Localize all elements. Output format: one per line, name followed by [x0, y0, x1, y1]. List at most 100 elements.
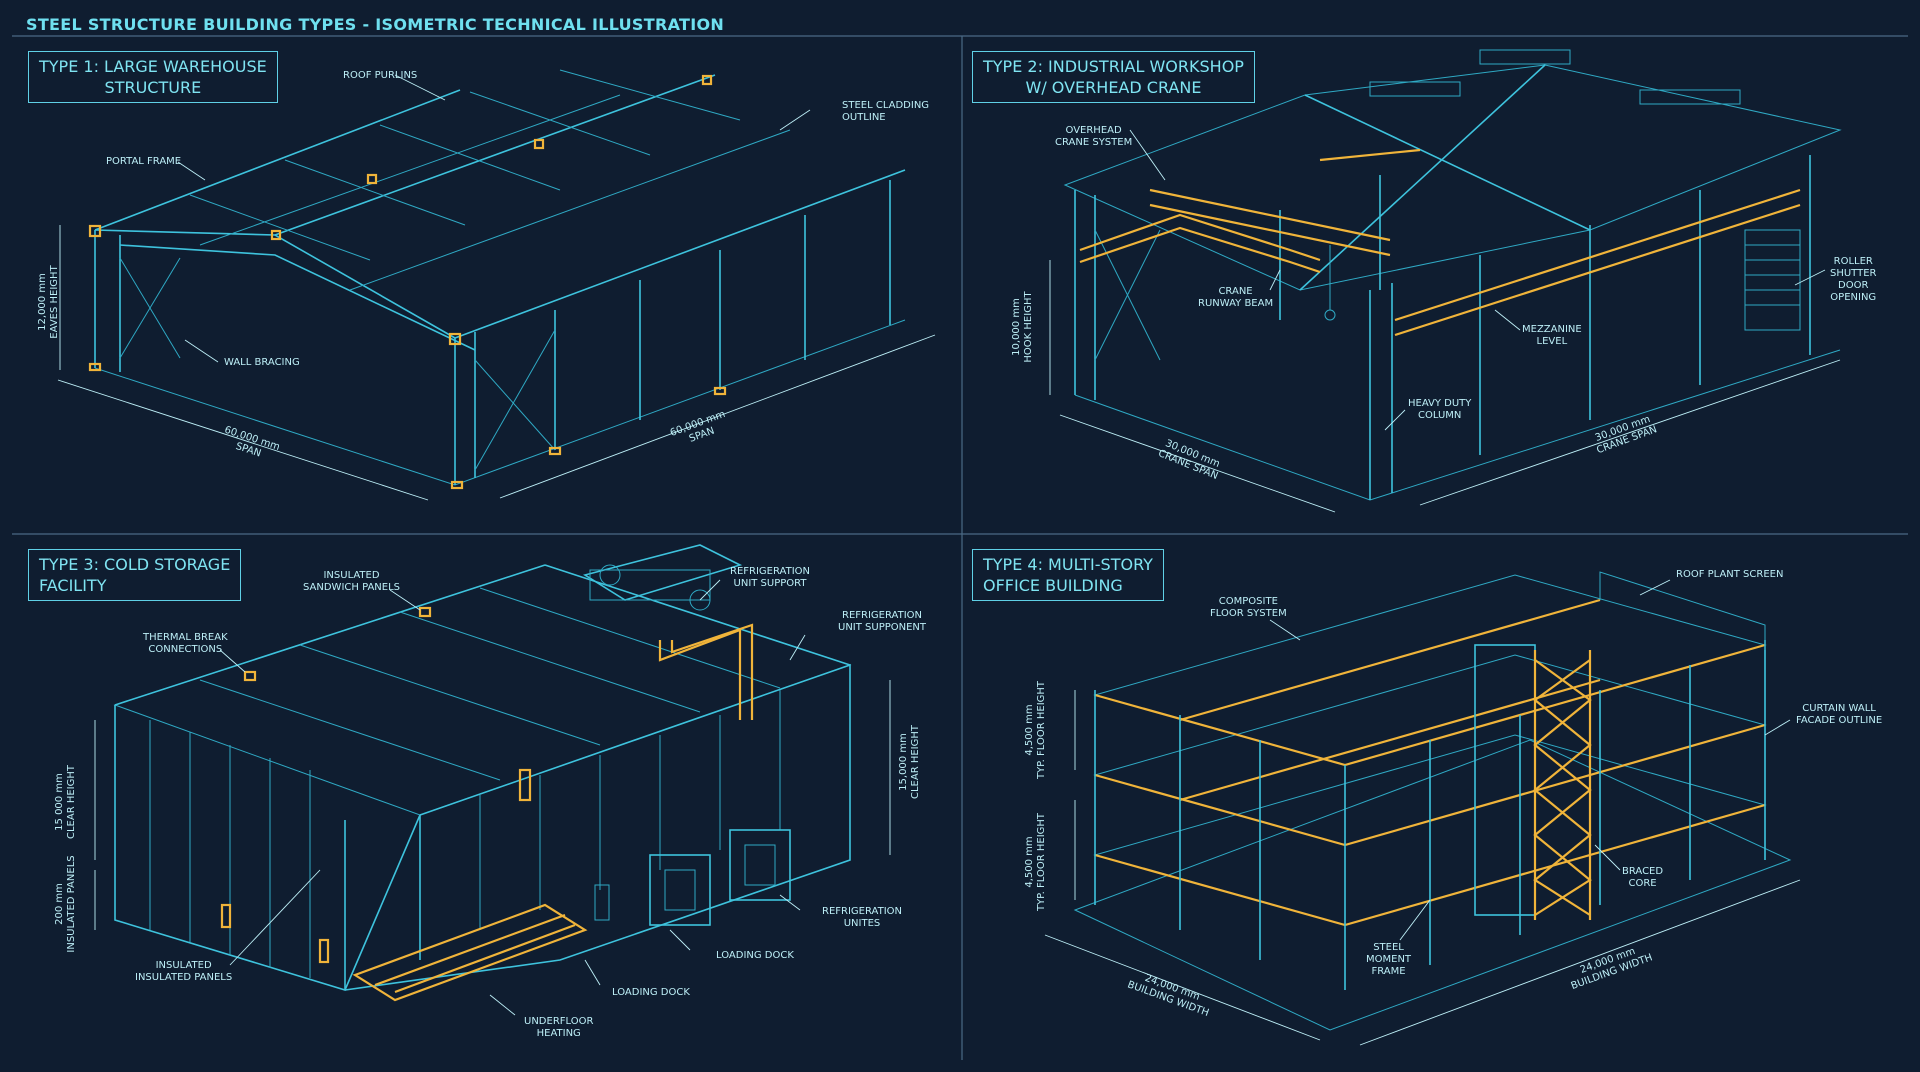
- callout-text: REFRIGERATION: [730, 566, 810, 577]
- callout-text: SHUTTER: [1830, 268, 1877, 279]
- dim-text: 12,000 mm: [37, 273, 48, 331]
- callout-roller-shutter: ROLLER SHUTTER DOOR OPENING: [1830, 256, 1877, 304]
- dim-text: 4,500 mm: [1024, 704, 1035, 756]
- callout-text: ROOF PURLINS: [343, 70, 418, 81]
- workshop-drawing: [1049, 49, 1842, 513]
- callout-roof-purlins: ROOF PURLINS: [343, 70, 417, 82]
- callout-text: COMPOSITE: [1218, 596, 1278, 607]
- callout-text: REFRIGERATION: [822, 906, 902, 917]
- dim-text: TYP. FLOOR HEIGHT: [1036, 680, 1047, 780]
- callout-text: LOADING DOCK: [612, 987, 690, 998]
- callout-text: UNIT SUPPONENT: [838, 622, 927, 633]
- panel-title-line: TYPE 4: MULTI-STORY: [983, 555, 1153, 574]
- callout-text: CRANE SYSTEM: [1055, 137, 1133, 148]
- dim-text: 15,000 mm: [898, 733, 909, 791]
- panel-title-line: FACILITY: [39, 576, 107, 595]
- callout-text: CONNECTIONS: [148, 644, 223, 655]
- callout-text: PORTAL FRAME: [106, 156, 182, 167]
- callout-text: ROLLER: [1833, 256, 1873, 267]
- callout-portal-frame: PORTAL FRAME: [106, 156, 181, 168]
- callout-text: BRACED: [1622, 866, 1664, 877]
- callout-text: SANDWICH PANELS: [303, 582, 401, 593]
- warehouse-drawing: [57, 69, 936, 501]
- callout-text: CURTAIN WALL: [1802, 703, 1876, 714]
- panel-title-line: STRUCTURE: [104, 78, 202, 97]
- callout-curtain-wall: CURTAIN WALL FACADE OUTLINE: [1796, 703, 1882, 727]
- callout-text: UNIT SUPPORT: [733, 578, 807, 589]
- callout-overhead-crane: OVERHEAD CRANE SYSTEM: [1055, 125, 1132, 149]
- panel-title-type-1: TYPE 1: LARGE WAREHOUSE STRUCTURE: [28, 51, 278, 103]
- dim-text: 4,500 mm: [1024, 836, 1035, 888]
- callout-roof-plant-screen: ROOF PLANT SCREEN: [1676, 569, 1783, 581]
- dim-text: EAVES HEIGHT: [49, 265, 60, 339]
- dim-text: INSULATED PANELS: [66, 855, 77, 953]
- callout-insulated-sandwich-panels: INSULATED SANDWICH PANELS: [303, 570, 400, 594]
- callout-thermal-break: THERMAL BREAK CONNECTIONS: [143, 632, 228, 656]
- callout-text: WALL BRACING: [224, 357, 300, 368]
- panel-title-type-3: TYPE 3: COLD STORAGE FACILITY: [28, 549, 242, 601]
- callout-refrigeration-unites: REFRIGERATION UNITES: [822, 906, 902, 930]
- callout-text: THERMAL BREAK: [143, 632, 228, 643]
- callout-text: INSULATED: [155, 960, 212, 971]
- callout-heavy-duty-column: HEAVY DUTY COLUMN: [1408, 398, 1471, 422]
- dim-text: CLEAR HEIGHT: [66, 765, 77, 840]
- callout-text: LOADING DOCK: [716, 950, 794, 961]
- callout-text: CRANE: [1218, 286, 1253, 297]
- callout-text: INSULATED PANELS: [135, 972, 233, 983]
- callout-crane-runway-beam: CRANE RUNWAY BEAM: [1198, 286, 1273, 310]
- callout-text: FLOOR SYSTEM: [1210, 608, 1287, 619]
- callout-loading-dock-2: LOADING DOCK: [612, 987, 690, 999]
- callout-text: OPENING: [1830, 292, 1877, 303]
- dim-floor-height-upper: 4,500 mm TYP. FLOOR HEIGHT: [1024, 680, 1048, 780]
- callout-wall-bracing: WALL BRACING: [224, 357, 300, 369]
- office-drawing: [1044, 571, 1801, 1046]
- callout-text: HEAVY DUTY: [1408, 398, 1472, 409]
- dim-eaves-height: 12,000 mm EAVES HEIGHT: [37, 257, 61, 347]
- callout-text: STEEL CLADDING: [842, 100, 930, 111]
- panel-title-type-2: TYPE 2: INDUSTRIAL WORKSHOP W/ OVERHEAD …: [972, 51, 1255, 103]
- callout-text: HEATING: [536, 1028, 581, 1039]
- callout-loading-dock-1: LOADING DOCK: [716, 950, 794, 962]
- callout-text: INSULATED: [323, 570, 380, 581]
- callout-text: MOMENT: [1366, 954, 1412, 965]
- callout-steel-moment-frame: STEEL MOMENT FRAME: [1366, 942, 1411, 978]
- callout-refrigeration-unit-support: REFRIGERATION UNIT SUPPORT: [730, 566, 810, 590]
- callout-text: FACADE OUTLINE: [1796, 715, 1883, 726]
- callout-text: MEZZANINE: [1522, 324, 1582, 335]
- dim-floor-height-lower: 4,500 mm TYP. FLOOR HEIGHT: [1024, 812, 1048, 912]
- callout-text: UNDERFLOOR: [524, 1016, 594, 1027]
- callout-composite-floor: COMPOSITE FLOOR SYSTEM: [1210, 596, 1287, 620]
- callout-braced-core: BRACED CORE: [1622, 866, 1663, 890]
- dim-text: 15 000 mm: [54, 773, 65, 831]
- dim-hook-height: 10,000 mm HOOK HEIGHT: [1011, 282, 1035, 372]
- callout-text: REFRIGERATION: [842, 610, 923, 621]
- callout-steel-cladding: STEEL CLADDING OUTLINE: [842, 100, 929, 124]
- panel-title-line: TYPE 1: LARGE WAREHOUSE: [39, 57, 267, 76]
- callout-underfloor-heating: UNDERFLOOR HEATING: [524, 1016, 593, 1040]
- callout-text: OVERHEAD: [1065, 125, 1122, 136]
- callout-text: STEEL: [1373, 942, 1404, 953]
- callout-insulated-panels: INSULATED INSULATED PANELS: [135, 960, 232, 984]
- panel-title-type-4: TYPE 4: MULTI-STORY OFFICE BUILDING: [972, 549, 1164, 601]
- panel-title-line: TYPE 2: INDUSTRIAL WORKSHOP: [983, 57, 1244, 76]
- callout-text: DOOR: [1838, 280, 1869, 291]
- dim-text: 10,000 mm: [1011, 298, 1022, 356]
- dim-text: HOOK HEIGHT: [1023, 291, 1034, 363]
- callout-refrigeration-unit-supponent: REFRIGERATION UNIT SUPPONENT: [838, 610, 926, 634]
- dim-clear-height-left: 15 000 mm CLEAR HEIGHT: [54, 752, 78, 852]
- callout-text: ROOF PLANT SCREEN: [1676, 569, 1784, 580]
- callout-text: UNITES: [843, 918, 881, 929]
- panel-title-line: TYPE 3: COLD STORAGE: [39, 555, 231, 574]
- callout-text: CORE: [1628, 878, 1657, 889]
- callout-text: OUTLINE: [842, 112, 886, 123]
- dim-text: 200 mm: [54, 883, 65, 925]
- panel-title-line: OFFICE BUILDING: [983, 576, 1123, 595]
- callout-text: LEVEL: [1536, 336, 1568, 347]
- dim-text: CLEAR HEIGHT: [910, 725, 921, 800]
- callout-text: FRAME: [1371, 966, 1406, 977]
- dim-text: TYP. FLOOR HEIGHT: [1036, 812, 1047, 912]
- callout-text: COLUMN: [1418, 410, 1462, 421]
- dim-clear-height-right: 15,000 mm CLEAR HEIGHT: [898, 712, 922, 812]
